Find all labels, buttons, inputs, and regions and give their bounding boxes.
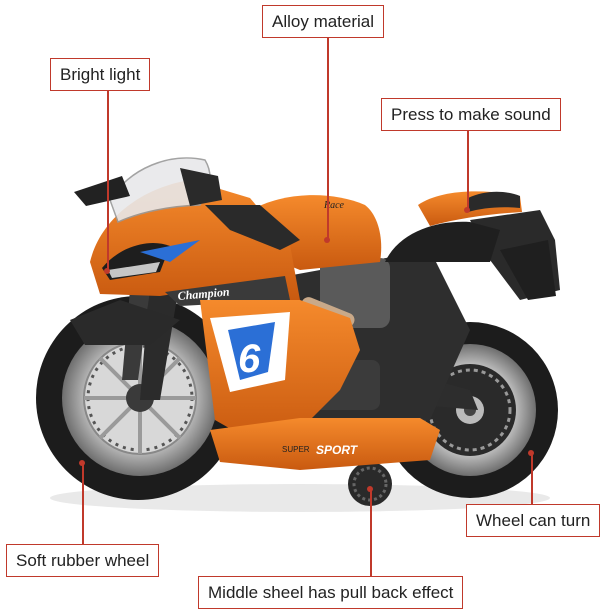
leader-bright-light-dot xyxy=(104,268,110,274)
leader-alloy-dot xyxy=(324,237,330,243)
leader-wheel-turn-dot xyxy=(528,450,534,456)
sport-decal: SPORT xyxy=(316,443,359,457)
callout-pull-back-effect: Middle sheel has pull back effect xyxy=(198,576,464,609)
leader-rubber-wheel-dot xyxy=(79,460,85,466)
race-decal: Race xyxy=(323,200,345,211)
leader-pull-back-dot xyxy=(367,486,373,492)
super-decal: SUPER xyxy=(282,445,310,454)
front-fork xyxy=(70,280,180,400)
callout-press-to-make-sound: Press to make sound xyxy=(381,98,561,131)
callout-wheel-can-turn: Wheel can turn xyxy=(466,504,601,537)
number-decal: 6 xyxy=(238,337,261,381)
leader-rubber-wheel xyxy=(82,462,84,544)
belly-pan: SUPER SPORT xyxy=(210,418,440,470)
windshield xyxy=(74,157,300,250)
champion-decal: Champion xyxy=(177,284,230,303)
side-panel: 6 xyxy=(200,300,360,440)
leader-wheel-turn xyxy=(531,452,533,504)
front-wheel xyxy=(36,296,240,500)
leader-pull-back xyxy=(370,488,372,578)
callout-bright-light: Bright light xyxy=(50,58,151,91)
callout-alloy-material: Alloy material xyxy=(262,5,385,38)
leader-press-sound-dot xyxy=(464,207,470,213)
seat xyxy=(385,191,522,262)
callout-soft-rubber-wheel: Soft rubber wheel xyxy=(6,544,160,577)
leader-press-sound xyxy=(467,130,469,210)
leader-bright-light xyxy=(107,91,109,271)
leader-alloy xyxy=(327,37,329,240)
